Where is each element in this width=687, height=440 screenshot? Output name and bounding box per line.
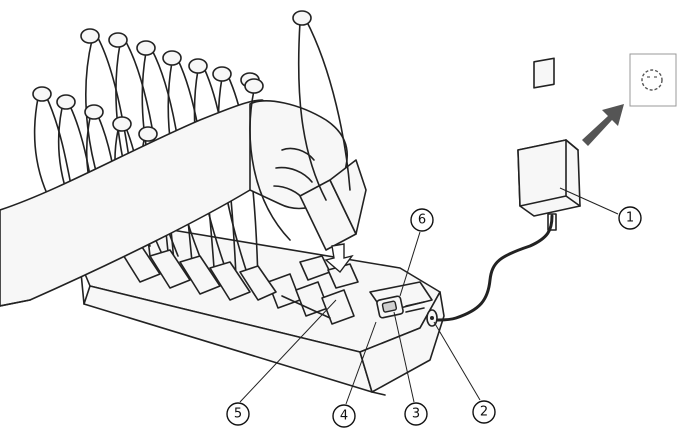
callout-2-label: 2 [480, 405, 488, 420]
power-adapter-icon [517, 57, 581, 217]
callout-5-label: 5 [234, 407, 242, 422]
callout-1-label: 1 [626, 211, 634, 226]
callout-4-label: 4 [340, 409, 348, 424]
leader-lines [239, 187, 619, 405]
power-cable [436, 214, 554, 322]
plug-in-arrow-icon [582, 104, 624, 146]
callout-1: 1 [618, 206, 642, 230]
callout-3-label: 3 [412, 407, 420, 422]
insert-arrow-icon [324, 243, 354, 274]
indicator-panel [369, 281, 433, 319]
wall-outlet-icon [629, 53, 677, 107]
callout-3: 3 [404, 402, 428, 426]
callout-5: 5 [226, 402, 250, 426]
callout-4: 4 [332, 404, 356, 428]
callout-6-label: 6 [418, 213, 426, 228]
callout-6: 6 [410, 208, 434, 232]
hand-illustration [0, 10, 367, 307]
callout-2: 2 [472, 400, 496, 424]
